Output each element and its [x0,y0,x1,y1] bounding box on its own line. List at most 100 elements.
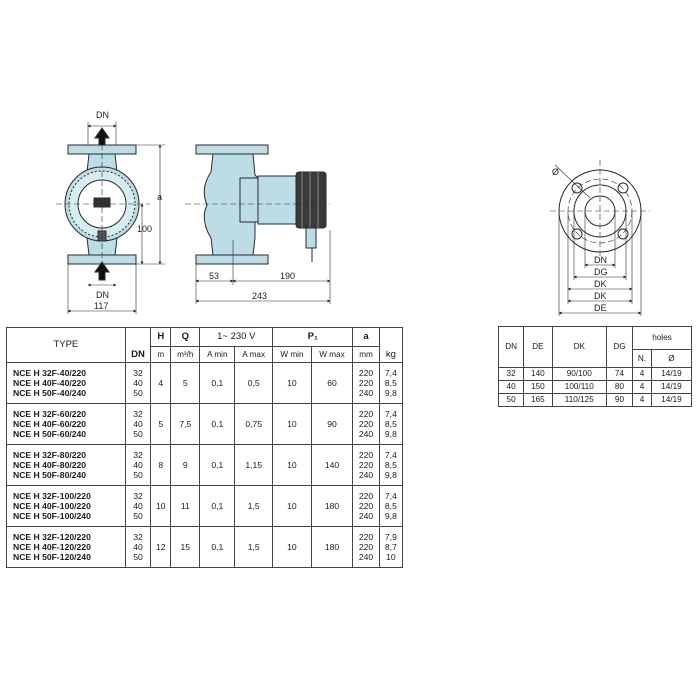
flange-dimensions-table: DN DE DK DG holes N. Ø 32 140 90/100 74 … [497,326,693,407]
flange-view [550,160,650,316]
kg-cell: 7,9 8,7 10 [378,526,404,568]
table-row: NCE H 32F-100/220 NCE H 40F-100/220 NCE … [6,485,404,527]
a-cell: 220 220 240 [352,403,380,445]
kg-cell: 7,4 8,5 9,8 [378,362,404,404]
dn-cell: 32 40 50 [124,362,152,404]
wmax-cell: 90 [310,403,354,445]
dn-cell: 32 40 50 [124,526,152,568]
q-cell: 5 [170,362,201,404]
holes-dk-cell: 90/100 [551,367,607,381]
table-row: NCE H 32F-120/220 NCE H 40F-120/220 NCE … [6,526,404,568]
type-cell: NCE H 32F-80/220 NCE H 40F-80/220 NCE H … [6,444,126,486]
q-cell: 11 [170,485,201,527]
holes-de-cell: 165 [523,393,553,407]
amin-cell: 0,1 [199,485,236,527]
dn-top-label: DN [96,110,109,120]
dim-53-label: 53 [209,271,219,281]
holes-n-cell: 4 [631,393,652,407]
a-header: a [352,327,380,347]
q-cell: 7,5 [170,403,201,445]
table-row: 40 150 100/110 80 4 14/19 [497,380,693,394]
holes-dg-cell: 80 [605,380,633,394]
flange-dg-label: DG [594,267,608,277]
pump-side-view [185,144,331,304]
holes-dk-header: DK [551,326,607,368]
wmax-cell: 180 [310,526,354,568]
a-unit: mm [352,346,380,363]
holes-dk-cell: 100/110 [551,380,607,394]
amin-header: A min [199,346,236,363]
pump-front-view [56,122,165,314]
holes-phi-cell: 14/19 [650,367,693,381]
table-row: NCE H 32F-80/220 NCE H 40F-80/220 NCE H … [6,444,404,486]
wmin-cell: 10 [272,485,312,527]
h-cell: 8 [150,444,172,486]
h-cell: 5 [150,403,172,445]
amax-cell: 1,15 [234,444,274,486]
h-cell: 4 [150,362,172,404]
wmin-cell: 10 [272,444,312,486]
wmax-cell: 180 [310,485,354,527]
type-cell: NCE H 32F-120/220 NCE H 40F-120/220 NCE … [6,526,126,568]
voltage-header: 1~ 230 V [199,327,274,347]
table-row: 32 140 90/100 74 4 14/19 [497,367,693,381]
technical-drawings: DN DN 117 a 100 53 190 243 [56,110,650,316]
holes-de-cell: 140 [523,367,553,381]
table-row: 50 165 110/125 90 4 14/19 [497,393,693,407]
flange-dk2-label: DK [594,291,607,301]
h-cell: 12 [150,526,172,568]
holes-n-cell: 4 [631,367,652,381]
a-cell: 220 220 240 [352,526,380,568]
amax-header: A max [234,346,274,363]
kg-header: kg [378,327,404,363]
holes-dn-cell: 40 [497,380,525,394]
holes-header: holes [631,326,693,350]
amin-cell: 0,1 [199,526,236,568]
wmin-header: W min [272,346,312,363]
flange-de-label: DE [594,303,607,313]
pump-spec-table: TYPE DN H Q 1~ 230 V P₁ a kg m m³/h A mi… [6,327,404,568]
amax-cell: 0,75 [234,403,274,445]
kg-cell: 7,4 8,5 9,8 [378,403,404,445]
type-cell: NCE H 32F-40/220 NCE H 40F-40/220 NCE H … [6,362,126,404]
flange-dn-label: DN [594,255,607,265]
type-cell: NCE H 32F-100/220 NCE H 40F-100/220 NCE … [6,485,126,527]
holes-dk-cell: 110/125 [551,393,607,407]
holes-n-cell: 4 [631,380,652,394]
kg-cell: 7,4 8,5 9,8 [378,485,404,527]
wmax-cell: 60 [310,362,354,404]
dn-cell: 32 40 50 [124,444,152,486]
wmin-cell: 10 [272,362,312,404]
holes-dg-cell: 74 [605,367,633,381]
type-cell: NCE H 32F-60/220 NCE H 40F-60/220 NCE H … [6,403,126,445]
holes-de-cell: 150 [523,380,553,394]
holes-de-header: DE [523,326,553,368]
holes-phi-cell: 14/19 [650,393,693,407]
a-cell: 220 220 240 [352,485,380,527]
holes-dg-cell: 90 [605,393,633,407]
width-117-label: 117 [94,301,108,311]
q-cell: 9 [170,444,201,486]
amin-cell: 0,1 [199,403,236,445]
dn-header: DN [124,327,152,363]
a-cell: 220 220 240 [352,444,380,486]
h-unit: m [150,346,172,363]
type-header: TYPE [6,327,126,363]
holes-dn-header: DN [497,326,525,368]
amin-cell: 0,1 [199,444,236,486]
wmax-cell: 140 [310,444,354,486]
holes-phi-header: Ø [650,349,693,368]
q-cell: 15 [170,526,201,568]
h-cell: 10 [150,485,172,527]
a-cell: 220 220 240 [352,362,380,404]
holes-phi-cell: 14/19 [650,380,693,394]
dim-243-label: 243 [252,291,267,301]
h-header: H [150,327,172,347]
q-header: Q [170,327,201,347]
amax-cell: 1,5 [234,526,274,568]
holes-dg-header: DG [605,326,633,368]
q-unit: m³/h [170,346,201,363]
dim-190-label: 190 [280,271,295,281]
dn-cell: 32 40 50 [124,403,152,445]
dim-a-label: a [157,192,162,202]
